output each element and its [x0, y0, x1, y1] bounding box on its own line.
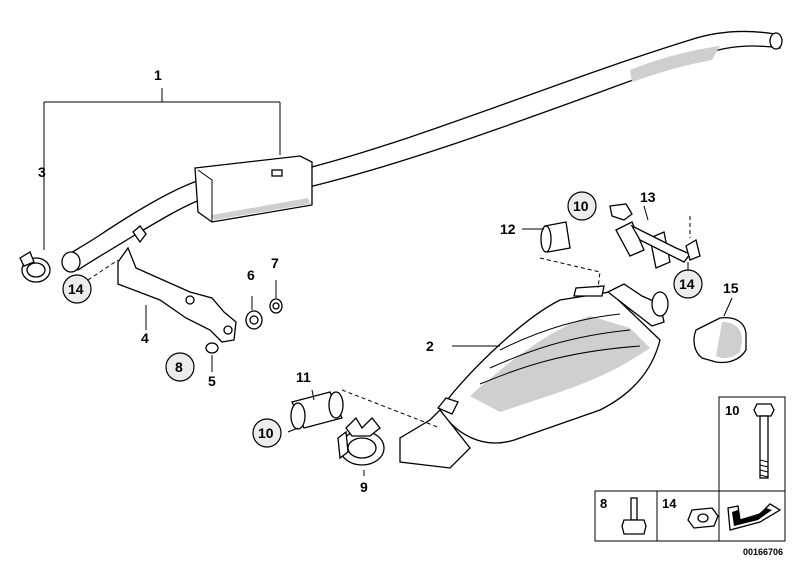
document-id: 00166706 — [743, 547, 783, 557]
callout-circle-8 — [165, 352, 195, 382]
sleeve-part-11[interactable] — [290, 391, 344, 430]
legend-bolt-short: 8 — [594, 490, 658, 542]
double-clamp-part-9[interactable] — [337, 416, 385, 466]
callout-3: 3 — [38, 164, 46, 180]
callout-14b: 14 — [679, 276, 695, 292]
front-pipe-assembly[interactable] — [61, 30, 783, 273]
rubber-mount-part-12[interactable] — [540, 221, 571, 253]
legend-nut-label: 14 — [662, 496, 677, 511]
tailpipe-trim-part-15[interactable] — [693, 316, 747, 364]
hanger-part-13[interactable] — [609, 203, 701, 269]
callout-13: 13 — [640, 189, 656, 205]
callout-8: 8 — [175, 359, 183, 375]
callout-1: 1 — [154, 67, 162, 83]
nut-part-7[interactable] — [269, 298, 283, 314]
legend-bolt-short-label: 8 — [600, 496, 607, 511]
callout-10a: 10 — [573, 198, 589, 214]
callout-14a: 14 — [68, 281, 84, 297]
callout-circle-14b — [673, 269, 703, 299]
clamp-part-3[interactable] — [19, 251, 51, 283]
callout-circle-10b — [252, 418, 282, 448]
callout-circle-14a — [62, 274, 92, 304]
callout-15: 15 — [723, 280, 739, 296]
callout-9: 9 — [360, 479, 368, 495]
callout-7: 7 — [271, 255, 279, 271]
callout-5: 5 — [208, 373, 216, 389]
bracket-part-4[interactable] — [117, 246, 237, 343]
callout-circle-10a — [567, 191, 597, 221]
short-bolt-icon — [630, 497, 638, 521]
bolt-head-icon — [753, 403, 775, 417]
callout-10b: 10 — [258, 425, 274, 441]
washer-part-5[interactable] — [205, 342, 219, 354]
callout-11: 11 — [296, 369, 311, 385]
legend-arrow — [718, 490, 786, 542]
callout-2: 2 — [426, 338, 434, 354]
callout-6: 6 — [247, 267, 255, 283]
rubber-bushing-part-6[interactable] — [245, 310, 263, 330]
callout-12: 12 — [500, 221, 516, 237]
rear-muffler-part-2[interactable] — [399, 283, 669, 469]
legend-nut: 14 — [656, 490, 720, 542]
legend-bolt-long-label: 10 — [725, 403, 739, 418]
legend-bolt-long: 10 — [718, 396, 786, 492]
callout-4: 4 — [141, 330, 149, 346]
